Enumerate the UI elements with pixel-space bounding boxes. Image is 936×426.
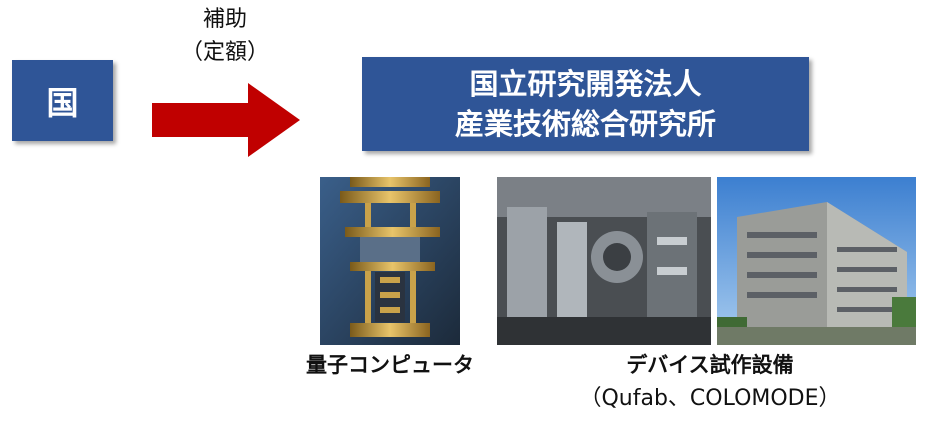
funding-arrow — [152, 83, 300, 157]
subsidy-label: 補助 — [202, 7, 247, 32]
aist-name-line2: 産業技術総合研究所 — [454, 107, 716, 141]
subsidy-caption: 補助 （定額） — [160, 3, 290, 69]
aist-building-photo — [717, 177, 916, 345]
country-label: 国 — [46, 83, 79, 122]
device-fabrication-photo — [497, 177, 711, 345]
country-box: 国 — [12, 60, 113, 141]
aist-name-line1: 国立研究開発法人 — [469, 67, 702, 101]
quantum-computer-label: 量子コンピュータ — [306, 353, 474, 377]
subsidy-type-label: （定額） — [180, 40, 269, 65]
arrow-shape — [152, 83, 300, 157]
quantum-computer-photo — [320, 177, 460, 345]
aist-box: 国立研究開発法人 産業技術総合研究所 — [362, 57, 809, 151]
device-fabrication-label: デバイス試作設備 — [626, 353, 794, 377]
device-fabrication-sublabel: （Qufab、COLOMODE） — [579, 386, 841, 411]
